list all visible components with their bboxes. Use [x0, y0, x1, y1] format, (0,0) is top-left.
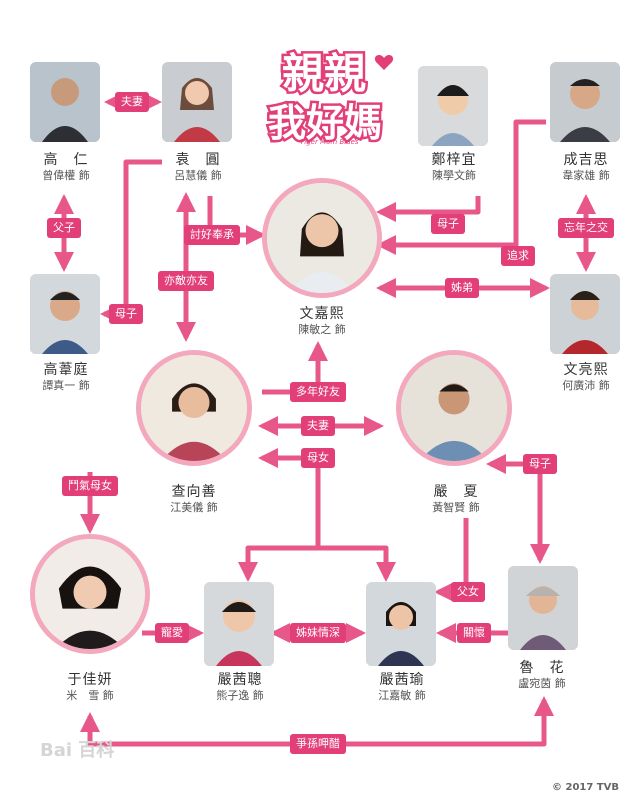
gaowei-label: 高葦庭 譚真一 飾 [42, 362, 90, 394]
tag-guanhuai: 關懷 [457, 623, 491, 643]
zheng-photo [418, 66, 488, 146]
person-icon [550, 274, 620, 354]
person-icon [401, 355, 507, 461]
zheng-label: 鄭梓宜 陳學文飾 [432, 152, 477, 184]
person-icon [30, 274, 100, 354]
lu-label: 魯 花 盧宛茵 飾 [518, 660, 566, 692]
tag-yidi: 亦敵亦友 [158, 271, 214, 291]
character-name: 高葦庭 [43, 362, 89, 378]
tag-douqi: 鬥氣母女 [62, 476, 118, 496]
tag-zhengsun: 爭孫呷醋 [290, 734, 346, 754]
wenliangxi-label: 文亮熙 何廣沛 飾 [562, 362, 610, 394]
wenjiaxi-label: 文嘉熙 陳敏之 飾 [298, 306, 346, 338]
tag-muzi-zheng: 母子 [431, 214, 465, 234]
xianting-label: 嚴茜聰 熊子逸 飾 [216, 672, 264, 704]
logo-english: Tiger Mom Blues [300, 138, 359, 146]
actor-name: 陳學文飾 [432, 169, 476, 182]
actor-name: 盧宛茵 飾 [518, 677, 566, 690]
wenliangxi-photo [550, 274, 620, 354]
tag-munu: 母女 [301, 448, 335, 468]
character-name: 文亮熙 [563, 362, 609, 378]
actor-name: 何廣沛 飾 [562, 379, 610, 392]
actor-name: 譚真一 飾 [42, 379, 90, 392]
yanxia-label: 嚴 夏 黃智賢 飾 [432, 484, 480, 516]
xianyu-photo [366, 582, 436, 666]
person-icon [366, 582, 436, 666]
actor-name: 江美儀 飾 [170, 501, 218, 514]
tag-muzi-yuanyuan-gaowei: 母子 [109, 304, 143, 324]
gaowei-photo [30, 274, 100, 354]
character-name: 成吉思 [563, 152, 609, 168]
person-icon [162, 62, 232, 142]
yuanyuan-photo [162, 62, 232, 142]
tag-jiemei: 姊妹情深 [290, 623, 346, 643]
logo-graphic: 親親 我好媽 Tiger Mom Blues [266, 47, 394, 148]
tag-fuqi-cha-yanxia: 夫妻 [301, 416, 335, 436]
lu-photo [508, 566, 578, 650]
tag-duonian: 多年好友 [290, 382, 346, 402]
tag-muzi-lu-yanxia: 母子 [523, 454, 557, 474]
tag-fuqi-gaoren-yuanyuan: 夫妻 [115, 92, 149, 112]
xianting-photo [204, 582, 274, 666]
person-icon [550, 62, 620, 142]
yu-label: 于佳妍 米 雪 飾 [66, 672, 114, 704]
wenjiaxi-photo [262, 178, 382, 298]
show-logo: 親親 我好媽 Tiger Mom Blues [262, 38, 412, 148]
cha-photo [136, 350, 252, 466]
person-icon [508, 566, 578, 650]
person-icon [204, 582, 274, 666]
character-name: 嚴茜聰 [217, 672, 263, 688]
tag-wangnian: 忘年之交 [558, 218, 614, 238]
tag-jiedi: 姊弟 [445, 278, 479, 298]
character-name: 于佳妍 [67, 672, 113, 688]
cheng-label: 成吉思 韋家雄 飾 [562, 152, 610, 184]
actor-name: 呂慧儀 飾 [174, 169, 222, 182]
logo-line1: 親親 [282, 49, 366, 98]
person-icon [35, 539, 145, 649]
actor-name: 江嘉敏 飾 [378, 689, 426, 702]
tag-zhuiqiu: 追求 [501, 246, 535, 266]
cha-label: 查向善 江美儀 飾 [170, 484, 218, 516]
character-name: 嚴茜瑜 [379, 672, 425, 688]
actor-name: 陳敏之 飾 [298, 323, 346, 336]
person-icon [267, 183, 377, 293]
character-name: 高 仁 [43, 152, 89, 168]
yanxia-photo [396, 350, 512, 466]
person-icon [30, 62, 100, 142]
person-icon [141, 355, 247, 461]
character-name: 袁 圓 [175, 152, 221, 168]
character-name: 魯 花 [519, 660, 565, 676]
logo-line2: 我好媽 [268, 101, 382, 145]
actor-name: 黃智賢 飾 [432, 501, 480, 514]
person-icon [418, 66, 488, 146]
gaoren-photo [30, 62, 100, 142]
cheng-photo [550, 62, 620, 142]
gaoren-label: 高 仁 曾偉權 飾 [42, 152, 90, 184]
copyright: © 2017 TVB [552, 782, 619, 793]
yuanyuan-label: 袁 圓 呂慧儀 飾 [174, 152, 222, 184]
xianyu-label: 嚴茜瑜 江嘉敏 飾 [378, 672, 426, 704]
tag-fuzi: 父子 [47, 218, 81, 238]
actor-name: 米 雪 飾 [66, 689, 114, 702]
actor-name: 曾偉權 飾 [42, 169, 90, 182]
tag-funu: 父女 [451, 582, 485, 602]
actor-name: 韋家雄 飾 [562, 169, 610, 182]
character-name: 查向善 [171, 484, 217, 500]
tag-taohao: 討好奉承 [184, 225, 240, 245]
character-name: 文嘉熙 [299, 306, 345, 322]
yu-photo [30, 534, 150, 654]
baidu-watermark: Bai 百科 [40, 740, 115, 761]
actor-name: 熊子逸 飾 [216, 689, 264, 702]
tag-chongai: 寵愛 [155, 623, 189, 643]
character-name: 嚴 夏 [433, 484, 479, 500]
heart-icon [374, 55, 394, 70]
character-name: 鄭梓宜 [431, 152, 477, 168]
